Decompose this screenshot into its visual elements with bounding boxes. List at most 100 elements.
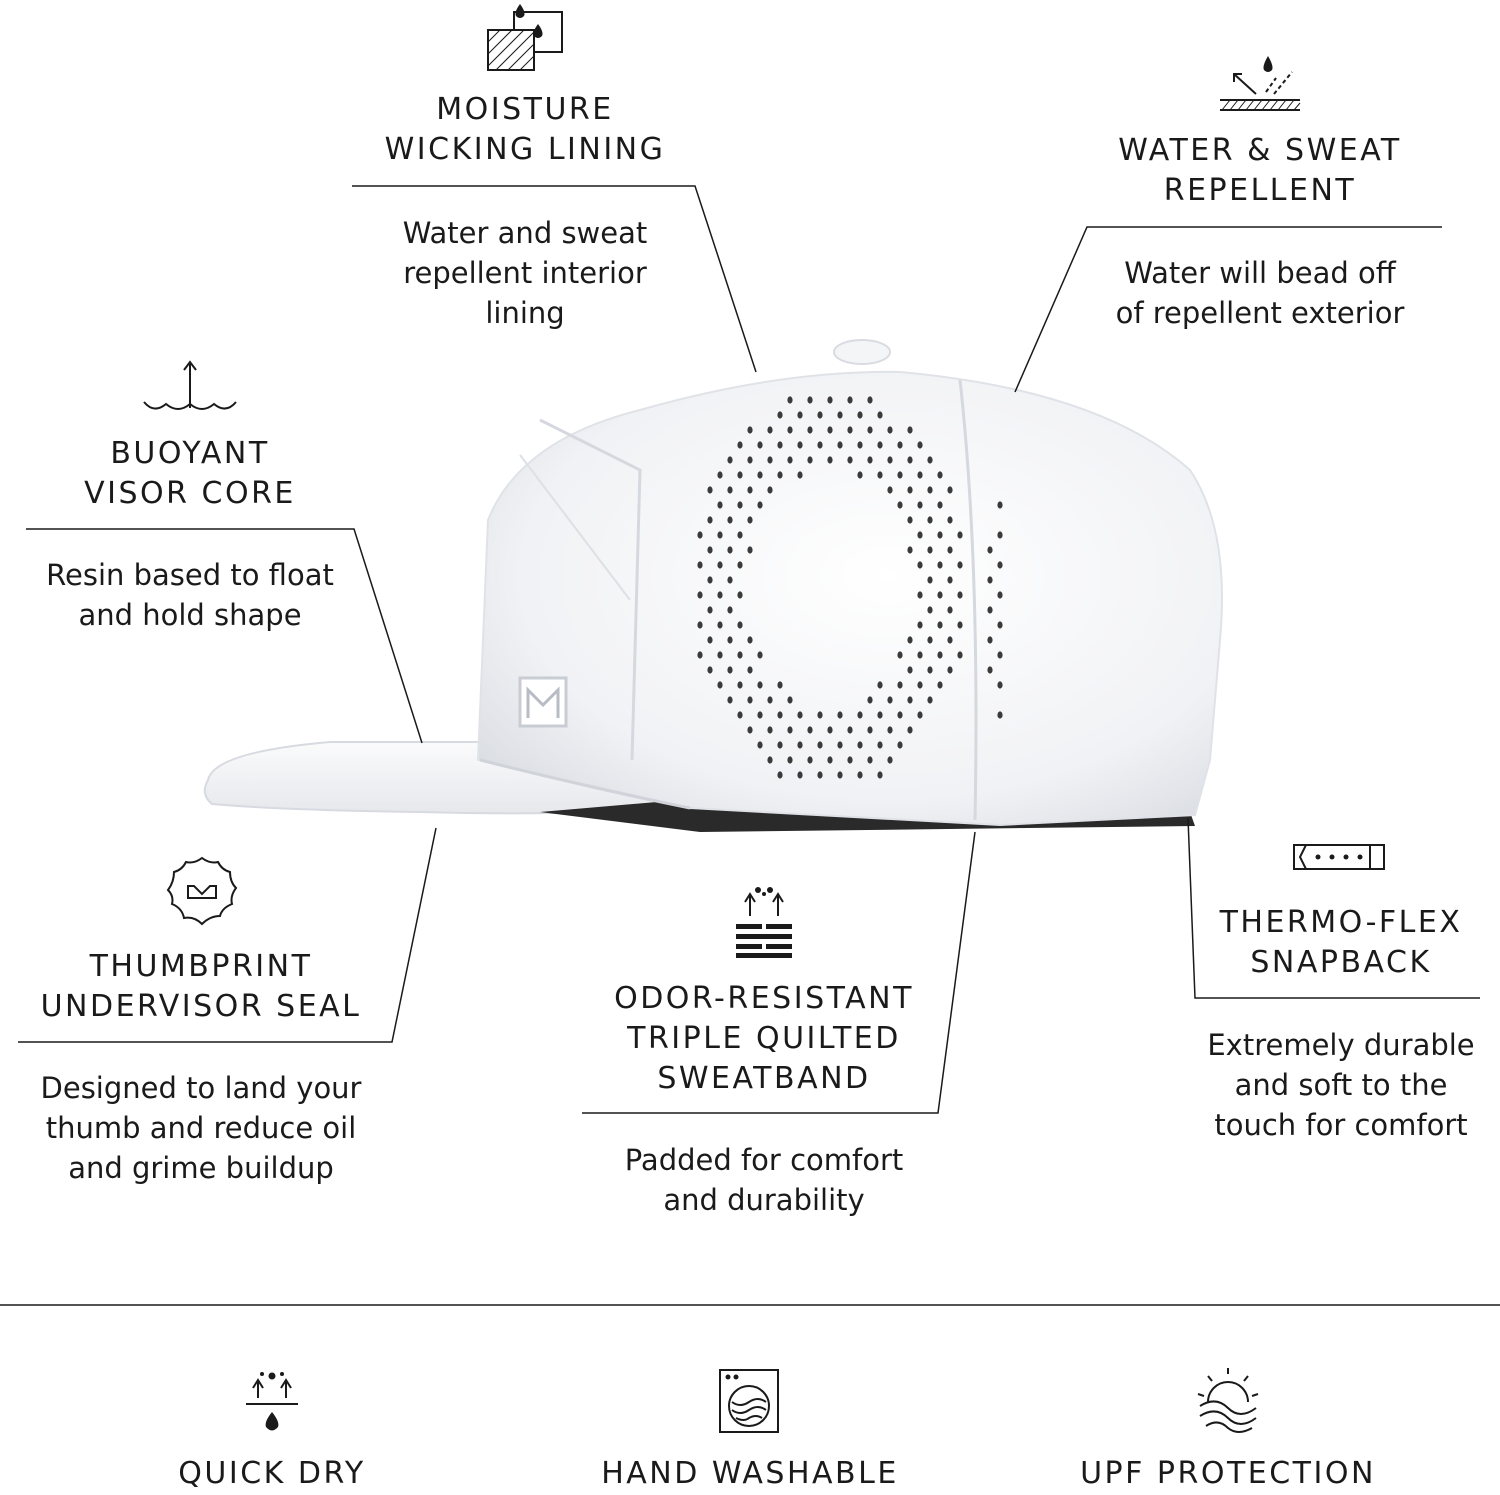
perforation-hole xyxy=(787,756,793,764)
perforation-hole xyxy=(717,501,723,509)
perforation-hole xyxy=(867,456,873,464)
perforation-hole xyxy=(847,456,853,464)
quick-dry-label: QUICK DRY xyxy=(178,1456,366,1491)
perforation-hole xyxy=(727,606,733,614)
perforation-hole xyxy=(857,471,863,479)
water-repellent-title: WATER & SWEAT REPELLENT xyxy=(1118,133,1402,208)
perforation-hole xyxy=(727,546,733,554)
perforation-hole xyxy=(867,726,873,734)
perforation-hole xyxy=(887,756,893,764)
perforation-hole xyxy=(907,456,913,464)
thumbprint-seal-title: THUMBPRINT UNDERVISOR SEAL xyxy=(40,949,362,1024)
perforation-hole xyxy=(917,681,923,689)
perforation-hole xyxy=(907,666,913,674)
perforation-hole xyxy=(917,711,923,719)
perforation-hole xyxy=(777,771,783,779)
perforation-hole xyxy=(827,726,833,734)
perforation-hole xyxy=(737,561,743,569)
perforation-hole xyxy=(877,411,883,419)
perforation-hole xyxy=(757,741,763,749)
perforation-hole xyxy=(957,651,963,659)
perforation-hole xyxy=(847,396,853,404)
perforation-hole xyxy=(737,441,743,449)
perforation-hole xyxy=(947,636,953,644)
perforation-hole xyxy=(777,471,783,479)
perforation-hole xyxy=(947,516,953,524)
perforation-hole xyxy=(747,516,753,524)
perforation-hole xyxy=(917,591,923,599)
perforation-hole xyxy=(757,501,763,509)
perforation-hole xyxy=(787,426,793,434)
buoyant-visor-description: Resin based to float and hold shape xyxy=(46,558,334,632)
buoyant-visor-title: BUOYANT VISOR CORE xyxy=(84,436,296,511)
perforation-hole xyxy=(727,696,733,704)
perforation-hole xyxy=(757,651,763,659)
perforation-hole xyxy=(997,651,1003,659)
perforation-hole xyxy=(747,636,753,644)
perforation-hole xyxy=(887,696,893,704)
perforation-hole xyxy=(927,606,933,614)
upf-protection-label: UPF PROTECTION xyxy=(1080,1456,1376,1491)
perforation-hole xyxy=(917,441,923,449)
perforation-hole xyxy=(767,696,773,704)
upf-sun-icon xyxy=(1197,1368,1259,1433)
perforation-hole xyxy=(927,456,933,464)
perforation-hole xyxy=(697,591,703,599)
perforation-hole xyxy=(747,666,753,674)
perforation-hole xyxy=(727,456,733,464)
thumbprint-seal-icon xyxy=(166,856,238,926)
perforation-hole xyxy=(997,711,1003,719)
perforation-hole xyxy=(817,741,823,749)
odor-sweatband-description: Padded for comfort and durability xyxy=(624,1143,904,1217)
perforation-hole xyxy=(937,561,943,569)
perforation-hole xyxy=(907,636,913,644)
perforation-hole xyxy=(857,411,863,419)
perforation-hole xyxy=(747,546,753,554)
perforation-hole xyxy=(927,666,933,674)
perforation-hole xyxy=(987,606,993,614)
perforation-hole xyxy=(907,426,913,434)
perforation-hole xyxy=(777,681,783,689)
perforation-hole xyxy=(837,771,843,779)
perforation-hole xyxy=(897,471,903,479)
perforation-hole xyxy=(797,471,803,479)
perforation-hole xyxy=(917,471,923,479)
perforation-hole xyxy=(707,576,713,584)
perforation-hole xyxy=(747,426,753,434)
perforation-hole xyxy=(957,531,963,539)
perforation-hole xyxy=(907,486,913,494)
perforation-hole xyxy=(857,741,863,749)
perforation-hole xyxy=(927,516,933,524)
perforation-hole xyxy=(927,486,933,494)
perforation-hole xyxy=(867,756,873,764)
perforation-hole xyxy=(717,471,723,479)
perforation-hole xyxy=(757,681,763,689)
perforation-hole xyxy=(907,726,913,734)
perforation-hole xyxy=(907,696,913,704)
perforation-hole xyxy=(937,501,943,509)
perforation-hole xyxy=(707,516,713,524)
perforation-hole xyxy=(907,516,913,524)
perforation-hole xyxy=(997,681,1003,689)
perforation-hole xyxy=(707,606,713,614)
perforation-hole xyxy=(747,486,753,494)
perforation-hole xyxy=(827,396,833,404)
perforation-hole xyxy=(937,471,943,479)
perforation-hole xyxy=(837,711,843,719)
perforation-hole xyxy=(857,771,863,779)
perforation-hole xyxy=(877,681,883,689)
perforation-hole xyxy=(857,711,863,719)
perforation-hole xyxy=(707,636,713,644)
perforation-hole xyxy=(807,426,813,434)
thermo-flex-description: Extremely durable and soft to the touch … xyxy=(1207,1028,1475,1142)
perforation-hole xyxy=(827,756,833,764)
perforation-hole xyxy=(817,411,823,419)
perforation-hole xyxy=(797,441,803,449)
perforation-hole xyxy=(937,531,943,539)
perforation-hole xyxy=(737,591,743,599)
perforation-hole xyxy=(777,711,783,719)
perforation-hole xyxy=(767,486,773,494)
perforation-hole xyxy=(957,591,963,599)
perforation-hole xyxy=(787,456,793,464)
perforation-hole xyxy=(787,726,793,734)
